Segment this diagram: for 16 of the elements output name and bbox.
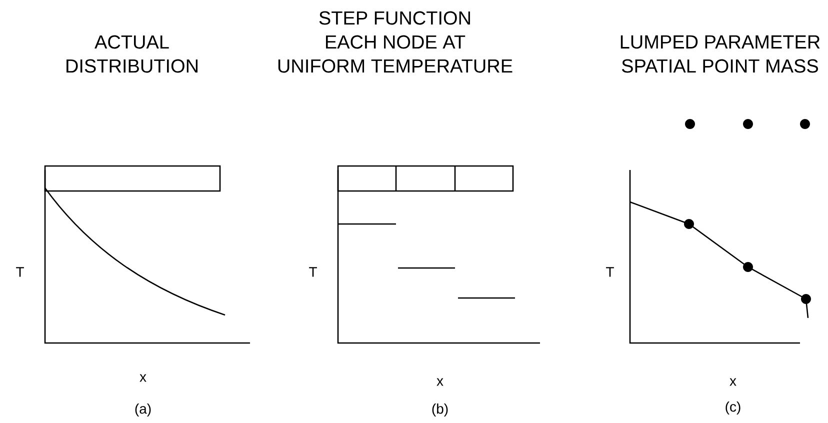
- axis-label: T: [16, 267, 24, 277]
- panel-heading: ACTUAL: [94, 35, 169, 49]
- axis-label: x: [140, 374, 146, 382]
- panel-heading: SPATIAL POINT MASS: [622, 59, 818, 73]
- panel-heading: UNIFORM TEMPERATURE: [278, 59, 512, 73]
- axis-label: T: [606, 267, 614, 277]
- panel-label: (b): [432, 403, 448, 417]
- panel-label: (c): [726, 401, 740, 415]
- axis-label: T: [309, 267, 317, 277]
- axis-label: x: [436, 378, 444, 386]
- panel-heading: LUMPED PARAMETER: [620, 35, 820, 49]
- panel-label: (a): [135, 403, 151, 417]
- panel-heading: DISTRIBUTION: [66, 59, 198, 73]
- axis-label: x: [730, 378, 736, 386]
- panel-heading: STEP FUNCTION: [319, 11, 470, 25]
- panel-heading: EACH NODE AT: [326, 35, 466, 49]
